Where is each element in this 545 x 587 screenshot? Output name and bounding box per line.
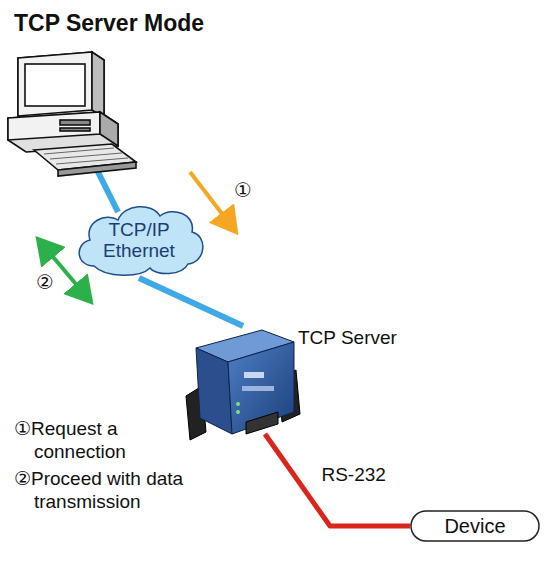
- callout-number: ②: [36, 270, 54, 294]
- legend-note: ②Proceed with data transmission: [14, 468, 224, 514]
- device-server: TCP Server: [182, 326, 304, 442]
- ethernet-cable: [96, 168, 118, 212]
- computer-icon: [8, 52, 136, 176]
- edge-label: RS-232: [321, 464, 385, 486]
- callout-number: ①: [234, 178, 252, 202]
- request-arrow: [190, 172, 236, 232]
- legend-note: ①Request a connection: [14, 418, 204, 464]
- pill-outline: [411, 511, 539, 541]
- diagram-title: TCP Server Mode: [14, 10, 204, 37]
- network-cloud: TCP/IP Ethernet: [72, 200, 206, 278]
- node-label: Device: [410, 515, 540, 537]
- device-box: Device: [410, 510, 540, 542]
- nport-shape: [182, 326, 304, 442]
- ethernet-cable: [139, 278, 243, 326]
- serial-cable: [265, 434, 410, 526]
- nport-illustration: [186, 330, 300, 440]
- node-heading: TCP Server: [298, 328, 397, 349]
- node-label: TCP/IP Ethernet: [72, 220, 206, 262]
